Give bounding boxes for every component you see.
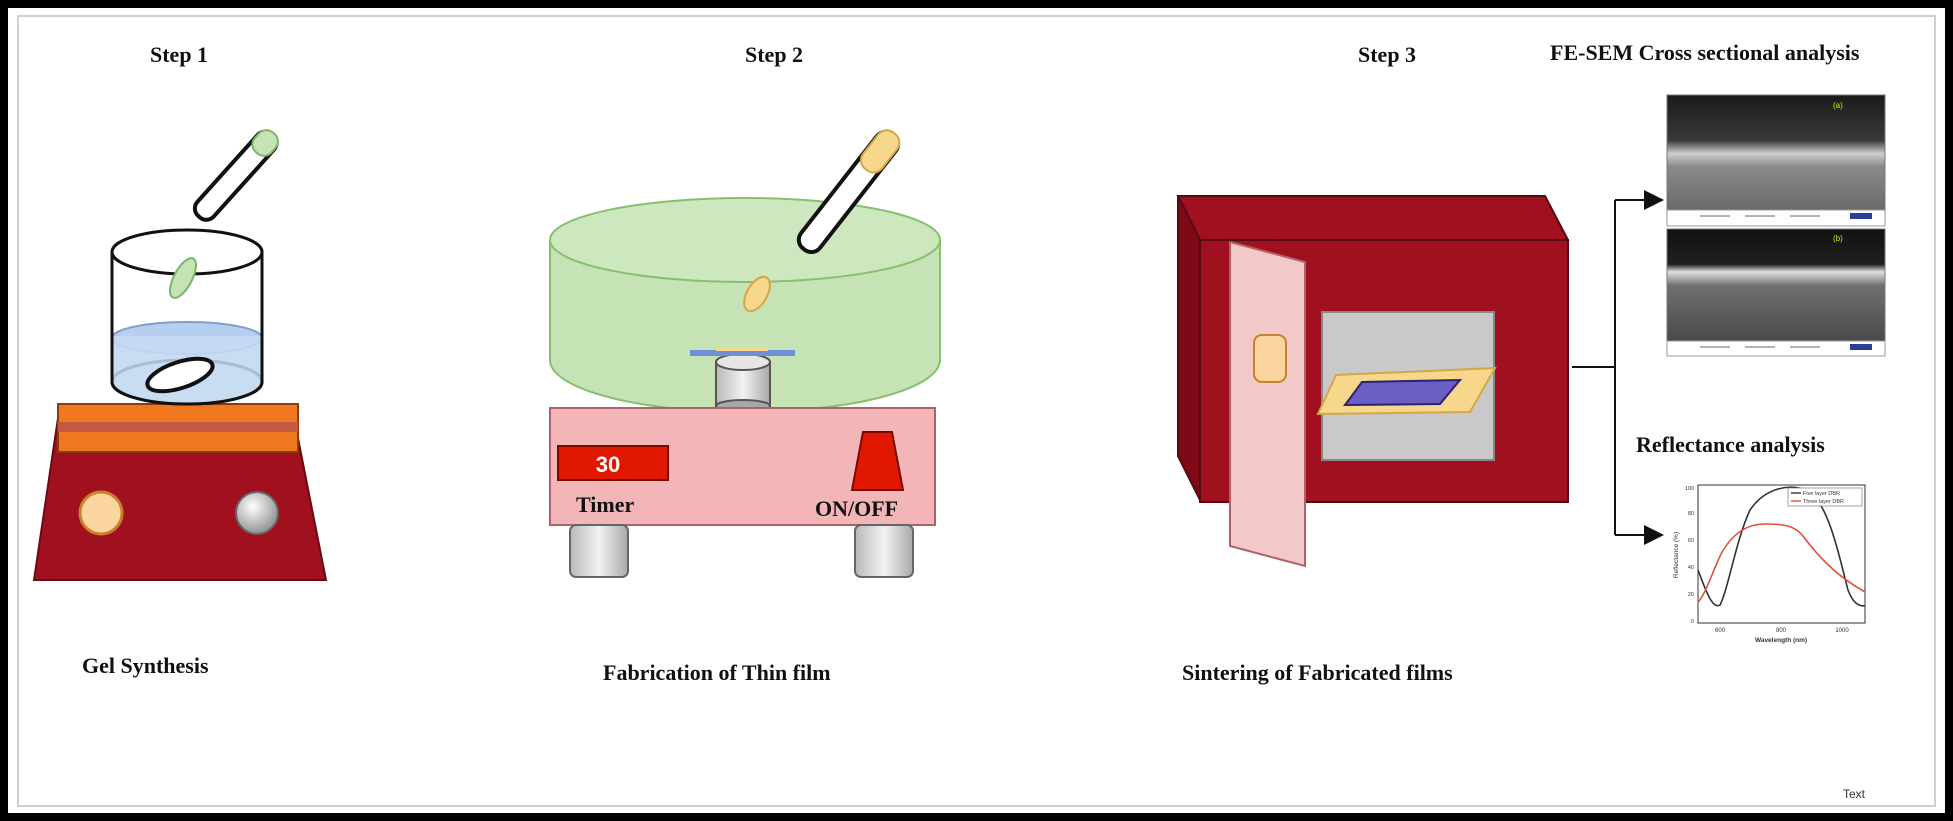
legend-item-three: Three layer DBR [1803, 499, 1844, 505]
legend-item-five: Five layer DBR [1803, 491, 1840, 497]
reflectance-section: Reflectance analysis Five layer DBR Thre… [1636, 432, 1866, 644]
xtick-600: 600 [1715, 628, 1726, 634]
timer-label: Timer [576, 492, 634, 517]
sem-a-databar [1666, 209, 1886, 227]
foot-left [569, 524, 629, 578]
step1-caption: Gel Synthesis [82, 653, 209, 678]
sol-drop [743, 275, 771, 313]
series-five-layer [1697, 486, 1866, 607]
on-off-switch [850, 431, 905, 491]
hotplate-stirrer [32, 403, 328, 581]
reflectance-chart: Five layer DBR Three layer DBR 600 800 1… [1673, 484, 1866, 644]
furnace-side [1177, 195, 1201, 501]
furnace [1176, 195, 1570, 568]
furnace-door [1229, 240, 1306, 568]
temperature-knob [78, 490, 124, 536]
step2-caption: Fabrication of Thin film [603, 660, 831, 685]
dropper-step1 [192, 129, 279, 222]
chart-xlabel: Wavelength (nm) [1755, 637, 1807, 644]
ytick-40: 40 [1688, 565, 1694, 571]
ytick-60: 60 [1688, 538, 1694, 544]
spin-chuck [715, 353, 771, 413]
sem-b-label: (b) [1833, 234, 1843, 243]
fesem-title: FE-SEM Cross sectional analysis [1550, 40, 1860, 65]
beaker [110, 228, 264, 406]
step3-title: Step 3 [1358, 42, 1416, 67]
stir-knob [235, 491, 279, 535]
branch-arrows [1572, 190, 1664, 545]
hotplate-band [58, 422, 298, 432]
door-handle [1253, 334, 1287, 383]
step3-group: Step 3 Sintering of Fabricated films [1176, 42, 1570, 685]
step2-title: Step 2 [745, 42, 803, 67]
step3-caption: Sintering of Fabricated films [1182, 660, 1453, 685]
ytick-100: 100 [1685, 486, 1694, 492]
step1-group: Step 1 Gel Synthesis [32, 42, 328, 678]
timer-value: 30 [596, 452, 620, 477]
substrate [690, 350, 795, 356]
xtick-1000: 1000 [1835, 628, 1849, 634]
sem-image-a: (a) [1666, 94, 1886, 227]
ytick-0: 0 [1691, 619, 1694, 625]
ytick-80: 80 [1688, 511, 1694, 517]
dropper-step2 [796, 129, 901, 255]
timer-display [557, 445, 669, 481]
sem-image-b: (b) [1666, 228, 1886, 357]
step1-title: Step 1 [150, 42, 208, 67]
sem-a-label: (a) [1833, 101, 1843, 110]
sample-film [1343, 378, 1463, 407]
ytick-20: 20 [1688, 592, 1694, 598]
series-three-layer [1697, 523, 1866, 603]
sem-b-databar [1666, 340, 1886, 357]
step2-group: Step 2 30 Timer ON/OFF Fabrication [549, 42, 941, 685]
on-off-label: ON/OFF [815, 496, 898, 521]
chart-plot-area [1697, 484, 1866, 624]
foot-right [854, 524, 914, 578]
gel-drop [168, 257, 198, 299]
footer-text: Text [1843, 787, 1866, 801]
film-layer [716, 347, 768, 351]
fesem-section: FE-SEM Cross sectional analysis (a) (b) [1550, 40, 1886, 357]
furnace-top [1176, 195, 1570, 241]
inner-frame [17, 15, 1936, 807]
xtick-800: 800 [1776, 628, 1787, 634]
chart-legend [1787, 487, 1863, 507]
reflectance-title: Reflectance analysis [1636, 432, 1825, 457]
chart-ylabel: Reflectance (%) [1673, 532, 1680, 578]
stir-bar [145, 356, 215, 394]
